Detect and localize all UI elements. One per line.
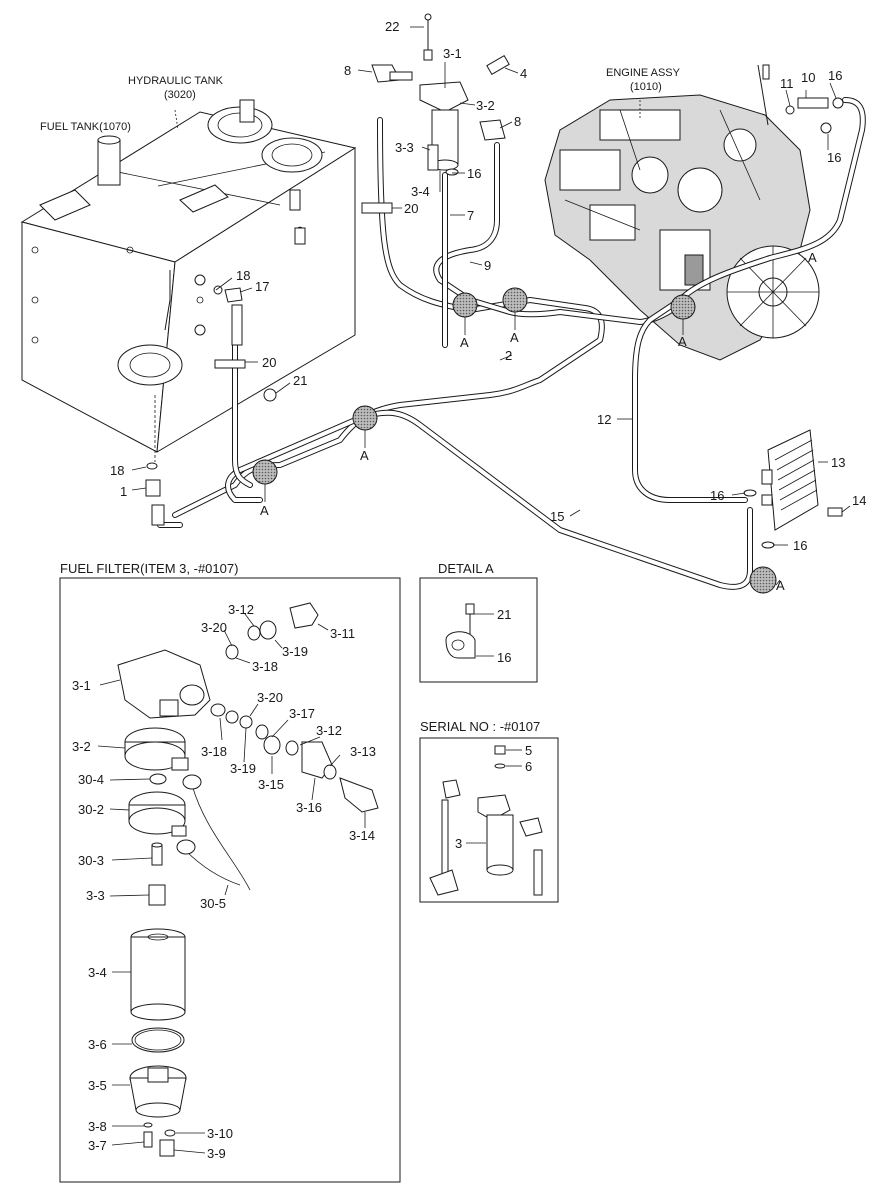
fuel-filter-title: FUEL FILTER(ITEM 3, -#0107) xyxy=(60,561,238,576)
serial-callout-6: 6 xyxy=(525,759,532,774)
callout-9: 9 xyxy=(484,258,491,273)
filter-callout-3-8: 3-8 xyxy=(88,1119,107,1134)
callout-2: 2 xyxy=(505,348,512,363)
detail-callout-21: 21 xyxy=(497,607,511,622)
filter-callout-3-3: 3-3 xyxy=(86,888,105,903)
clamp-label-a: A xyxy=(510,330,519,345)
engine-code: (1010) xyxy=(630,81,662,93)
filter-callout-30-2: 30-2 xyxy=(78,802,104,817)
tank-assembly xyxy=(20,99,357,462)
filter-callout-3-13: 3-13 xyxy=(350,744,376,759)
detail-callout-16: 16 xyxy=(497,650,511,665)
callout-11: 11 xyxy=(780,76,794,91)
clamp-label-a: A xyxy=(460,335,469,350)
serial-callout-5: 5 xyxy=(525,743,532,758)
filter-callout-3-20: 3-20 xyxy=(201,620,227,635)
clamp-label-a: A xyxy=(678,334,687,349)
filter-callout-3-1: 3-1 xyxy=(72,678,91,693)
fuel-filter-panel: FUEL FILTER(ITEM 3, -#0107) xyxy=(59,561,401,1183)
callout-15: 15 xyxy=(550,509,564,524)
clamp-label-a: A xyxy=(808,250,817,265)
callout-20: 20 xyxy=(404,201,418,216)
filter-callout-3-20: 3-20 xyxy=(257,690,283,705)
callout-14: 14 xyxy=(852,493,866,508)
callout-8: 8 xyxy=(514,114,521,129)
filter-callout-3-17: 3-17 xyxy=(289,706,315,721)
callout-7: 7 xyxy=(467,208,474,223)
filter-callout-3-12: 3-12 xyxy=(228,602,254,617)
fuel-cooler xyxy=(743,97,844,549)
detail-a-title: DETAIL A xyxy=(438,561,494,576)
callout-12: 12 xyxy=(597,412,611,427)
filter-callout-30-3: 30-3 xyxy=(78,853,104,868)
serial-title: SERIAL NO : -#0107 xyxy=(420,719,540,734)
filter-callout-3-2: 3-2 xyxy=(72,739,91,754)
callout-16: 16 xyxy=(793,538,807,553)
callout-13: 13 xyxy=(831,455,845,470)
filter-callout-3-11: 3-11 xyxy=(330,626,355,641)
filter-callout-30-5: 30-5 xyxy=(200,896,226,911)
filter-callout-3-15: 3-15 xyxy=(258,777,284,792)
detail-a-panel: DETAIL A 21 16 xyxy=(419,561,538,683)
serial-callout-3: 3 xyxy=(455,836,462,851)
callout-3-2: 3-2 xyxy=(476,98,495,113)
filter-top-assembly xyxy=(145,13,510,526)
callout-8: 8 xyxy=(344,63,351,78)
filter-callout-3-19: 3-19 xyxy=(230,761,256,776)
callout-18: 18 xyxy=(110,463,124,478)
hose-lines xyxy=(157,97,866,590)
callout-10: 10 xyxy=(801,70,815,85)
callout-16: 16 xyxy=(710,488,724,503)
callout-3-3: 3-3 xyxy=(395,140,414,155)
filter-callout-3-10: 3-10 xyxy=(207,1126,233,1141)
callout-17: 17 xyxy=(255,279,269,294)
filter-callout-30-4: 30-4 xyxy=(78,772,104,787)
callout-16: 16 xyxy=(828,68,842,83)
callout-21: 21 xyxy=(293,373,307,388)
callout-16: 16 xyxy=(827,150,841,165)
filter-callout-3-5: 3-5 xyxy=(88,1078,107,1093)
filter-callout-3-9: 3-9 xyxy=(207,1146,226,1161)
filter-callout-3-7: 3-7 xyxy=(88,1138,107,1153)
callout-22: 22 xyxy=(385,19,399,34)
filter-callout-3-19: 3-19 xyxy=(282,644,308,659)
callout-3-1: 3-1 xyxy=(443,46,462,61)
filter-callout-3-18: 3-18 xyxy=(201,744,227,759)
serial-panel: SERIAL NO : -#0107 5 6 3 xyxy=(419,719,559,903)
callout-3-4: 3-4 xyxy=(411,184,430,199)
callout-16: 16 xyxy=(467,166,481,181)
callout-20: 20 xyxy=(262,355,276,370)
clamp-label-a: A xyxy=(260,503,269,518)
callout-1: 1 xyxy=(120,484,127,499)
clamp-label-a: A xyxy=(776,578,785,593)
filter-callout-3-14: 3-14 xyxy=(349,828,375,843)
hydraulic-tank-title: HYDRAULIC TANK xyxy=(128,75,224,87)
filter-callout-3-4: 3-4 xyxy=(88,965,107,980)
engine-assembly xyxy=(544,64,820,361)
filter-callout-3-16: 3-16 xyxy=(296,800,322,815)
callout-18: 18 xyxy=(236,268,250,283)
engine-title: ENGINE ASSY xyxy=(606,67,681,79)
leader-lines xyxy=(131,26,851,586)
clamp-label-a: A xyxy=(360,448,369,463)
hydraulic-tank-code: (3020) xyxy=(164,89,196,101)
filter-callout-3-18: 3-18 xyxy=(252,659,278,674)
upper-labels: HYDRAULIC TANK (3020) FUEL TANK(1070) EN… xyxy=(40,19,866,593)
callout-4: 4 xyxy=(520,66,527,81)
filter-callout-3-6: 3-6 xyxy=(88,1037,107,1052)
fuel-tank-title: FUEL TANK(1070) xyxy=(40,121,131,133)
filter-callout-3-12: 3-12 xyxy=(316,723,342,738)
